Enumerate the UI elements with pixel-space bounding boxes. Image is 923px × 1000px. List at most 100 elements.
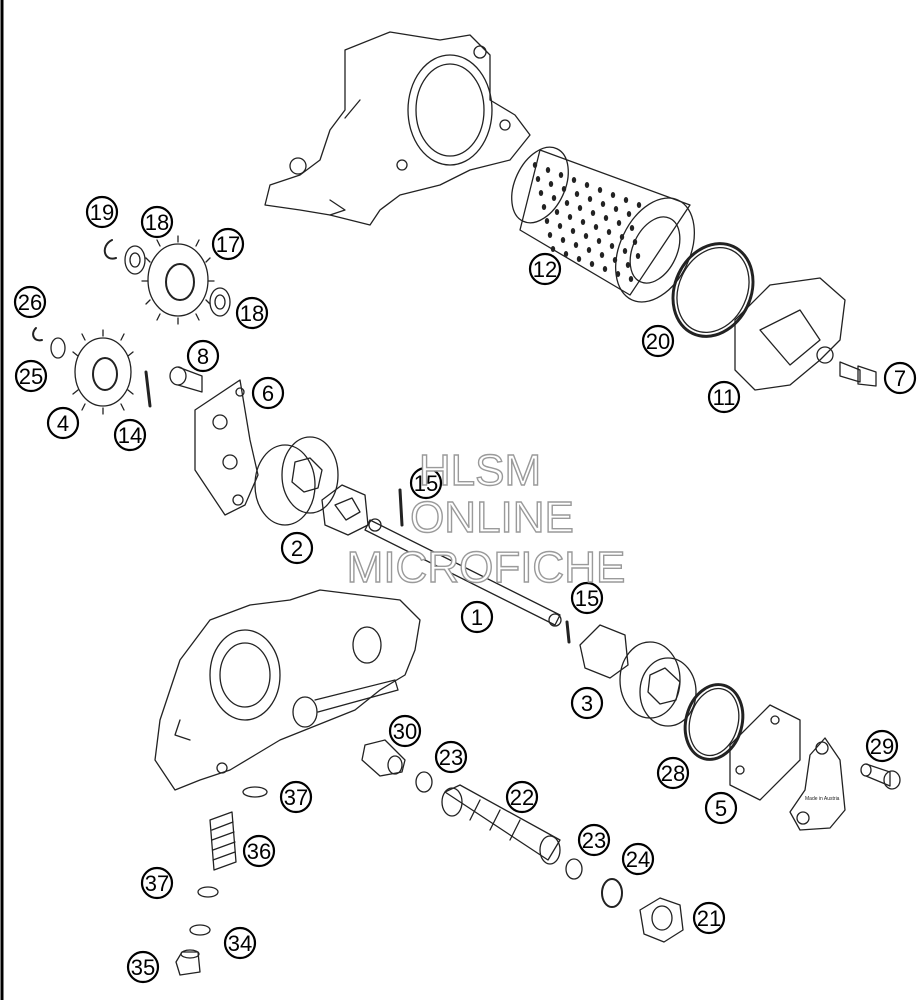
filter-hole <box>577 205 583 211</box>
pump-rotor-inner-2 <box>321 484 369 536</box>
callout-21: 21 <box>692 901 726 935</box>
callout-23: 23 <box>434 740 468 774</box>
filter-hole <box>629 225 635 231</box>
callout-number: 6 <box>262 381 274 406</box>
callout-number: 21 <box>697 906 721 931</box>
filter-hole <box>547 232 553 238</box>
callout-circle <box>704 791 738 825</box>
pin-15-upper <box>398 488 404 527</box>
callout-circle <box>113 418 147 452</box>
filter-hole <box>596 238 602 244</box>
callout-number: 30 <box>393 719 417 744</box>
callout-circle <box>505 780 539 814</box>
callout-circle <box>235 296 269 330</box>
callout-circle <box>388 714 422 748</box>
callout-circle <box>570 686 604 720</box>
callout-17: 17 <box>211 227 245 261</box>
callout-circle <box>186 339 220 373</box>
valve-plunger-30 <box>361 739 406 777</box>
filter-hole <box>632 239 638 245</box>
filter-hole <box>544 218 550 224</box>
callout-circle <box>46 406 80 440</box>
pump-cover-5 <box>729 704 801 801</box>
bolt-8 <box>169 366 203 393</box>
callout-number: 36 <box>247 839 271 864</box>
filter-hole <box>622 248 628 254</box>
watermark-line-1: HLSM <box>419 446 541 495</box>
pump-rotor-outer-3 <box>619 641 697 727</box>
filter-hole <box>576 256 582 262</box>
callout-number: 11 <box>713 385 736 410</box>
filter-hole <box>564 200 570 206</box>
circlip-26 <box>32 327 43 342</box>
filter-hole <box>580 219 586 225</box>
filter-hole <box>586 247 592 253</box>
callout-circle <box>460 600 494 634</box>
callout-number: 17 <box>216 232 240 257</box>
o-ring-23-upper <box>415 771 433 793</box>
filter-hole <box>561 186 567 192</box>
filter-cover <box>734 277 846 391</box>
callout-number: 12 <box>533 257 557 282</box>
watermark-line-3: MICROFICHE <box>347 543 626 592</box>
filter-hole <box>551 195 557 201</box>
callout-number: 25 <box>19 364 43 389</box>
washer-18-right <box>209 287 231 317</box>
filter-hole <box>583 233 589 239</box>
pump-rotor-inner-3 <box>579 624 629 679</box>
callout-35: 35 <box>126 950 160 984</box>
oil-filter-holes <box>532 162 642 282</box>
callout-15: 15 <box>409 466 443 500</box>
filter-hole <box>609 243 615 249</box>
callout-circle <box>641 324 675 358</box>
gasket-6 <box>194 379 259 516</box>
callout-circle <box>242 834 276 868</box>
filter-hole <box>625 262 631 268</box>
callout-number: 7 <box>894 366 906 391</box>
filter-hole <box>584 182 590 188</box>
filter-hole <box>570 228 576 234</box>
callout-29: 29 <box>865 729 899 763</box>
filter-hole <box>550 246 556 252</box>
callout-37: 37 <box>279 780 313 814</box>
spring-36 <box>209 811 237 871</box>
plug-35 <box>175 949 201 976</box>
filter-hole <box>574 191 580 197</box>
filter-hole <box>557 223 563 229</box>
callout-number: 14 <box>118 423 142 448</box>
filter-hole <box>612 257 618 263</box>
callout-number: 15 <box>575 586 599 611</box>
washer-25 <box>50 337 66 359</box>
callout-number: 37 <box>145 871 169 896</box>
o-ring-34 <box>189 924 211 936</box>
callout-circle <box>692 901 726 935</box>
callout-number: 23 <box>582 828 606 853</box>
callout-circle <box>865 729 899 763</box>
callout-8: 8 <box>186 339 220 373</box>
o-ring-37-lower <box>197 886 219 898</box>
filter-hole <box>635 253 641 259</box>
callout-number: 34 <box>228 931 252 956</box>
filter-hole <box>567 214 573 220</box>
callout-number: 1 <box>471 605 483 630</box>
callout-number: 35 <box>131 955 155 980</box>
pin-14 <box>144 370 152 408</box>
callout-number: 2 <box>291 536 303 561</box>
clip-stamp-text: Made in Austria <box>805 796 840 802</box>
o-ring-28 <box>683 683 745 761</box>
callout-7: 7 <box>883 361 917 395</box>
callout-19: 19 <box>85 195 119 229</box>
filter-hole <box>590 210 596 216</box>
gear-17 <box>141 235 215 325</box>
callout-circle <box>280 531 314 565</box>
callout-number: 23 <box>439 745 463 770</box>
o-ring-24 <box>601 878 623 908</box>
filter-hole <box>619 234 625 240</box>
hose-clip <box>789 737 846 831</box>
callout-number: 26 <box>18 290 42 315</box>
callout-15: 15 <box>570 581 604 615</box>
filter-hole <box>623 197 629 203</box>
filter-hole <box>602 266 608 272</box>
circlip-19 <box>103 239 117 260</box>
